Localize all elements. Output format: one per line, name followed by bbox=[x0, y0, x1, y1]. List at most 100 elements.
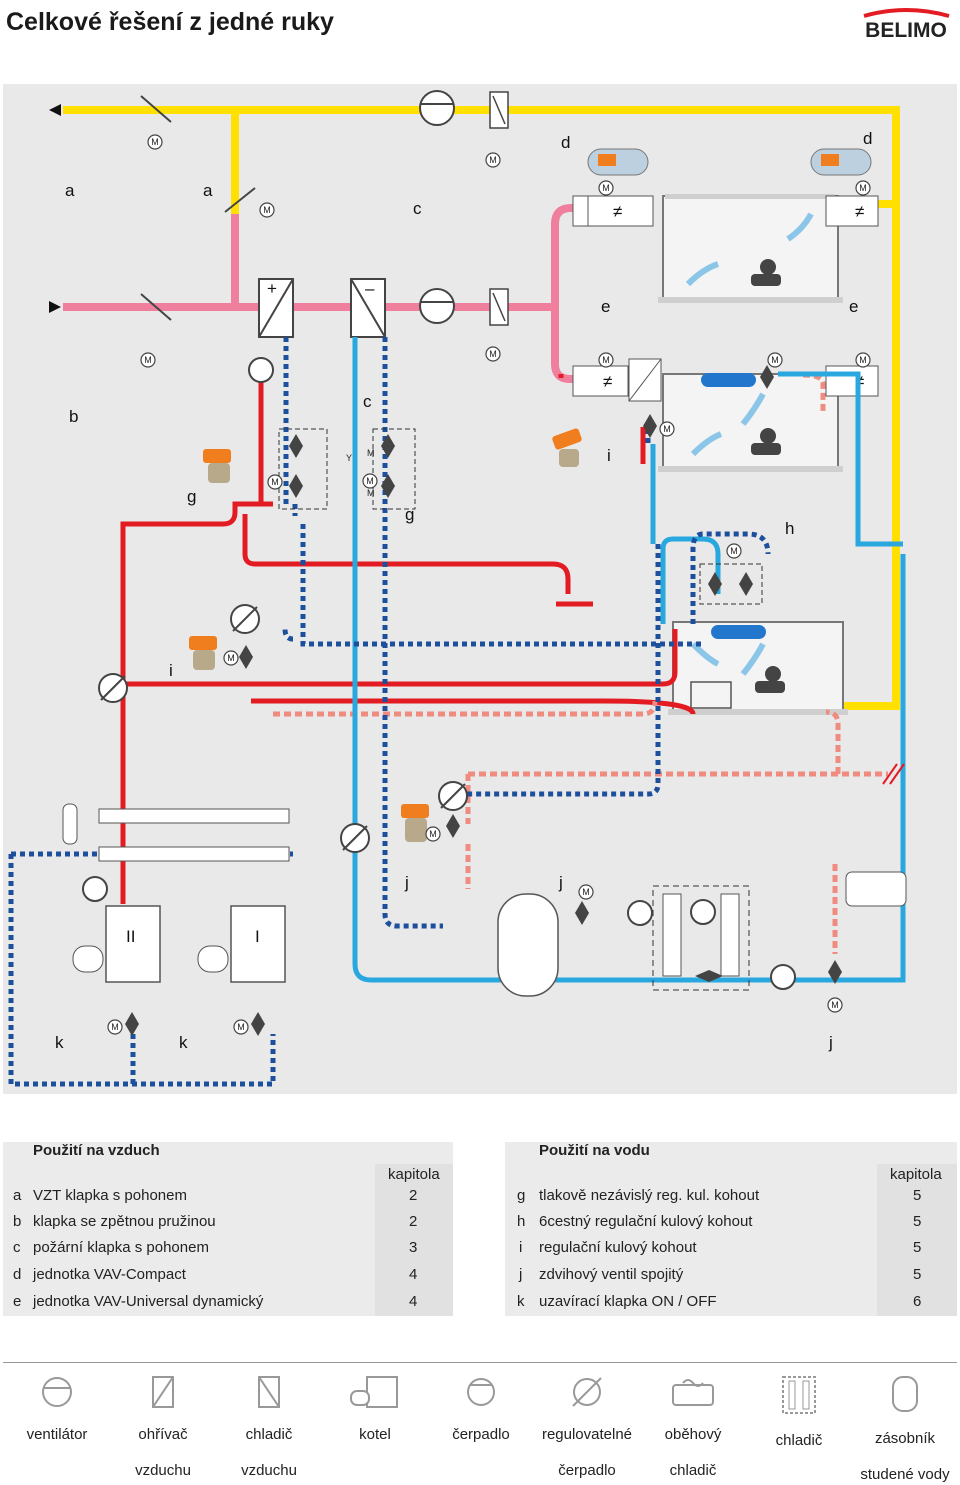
svg-text:I: I bbox=[255, 927, 260, 946]
belimo-logo: BELIMO bbox=[863, 8, 950, 40]
svg-text:M: M bbox=[271, 477, 279, 487]
air-cooler-coil: – bbox=[350, 278, 386, 338]
room-lower bbox=[668, 621, 848, 715]
air-heater-icon bbox=[152, 1376, 174, 1408]
expansion-vessel bbox=[62, 803, 78, 845]
legend-air-key: a bbox=[13, 1187, 22, 1204]
svg-text:≠: ≠ bbox=[603, 372, 612, 391]
pi-valve-frame-left bbox=[278, 428, 328, 510]
legend-air-key: d bbox=[13, 1266, 22, 1283]
pi-valve-frame-right bbox=[372, 428, 416, 510]
vav-unit-upper-left: ≠ bbox=[572, 195, 654, 227]
legend-water-kapitola: kapitola bbox=[890, 1166, 942, 1183]
symbol-boiler: kotel bbox=[325, 1363, 425, 1461]
legend-air-chapter: 2 bbox=[409, 1187, 418, 1204]
symbol-pump: čerpadlo bbox=[431, 1363, 531, 1461]
recirculating-cooler bbox=[845, 871, 907, 907]
vav-unit-middle-right: ≠ bbox=[825, 365, 879, 397]
label-a1: a bbox=[65, 181, 75, 200]
legend-water-text: uzavírací klapka ON / OFF bbox=[539, 1293, 717, 1310]
heating-return-pipes bbox=[273, 372, 888, 954]
boiler-icon bbox=[350, 1376, 398, 1408]
svg-text:M: M bbox=[263, 205, 271, 215]
legend-water-text: 6cestný regulační kulový kohout bbox=[539, 1213, 753, 1230]
vav-compact-d-right bbox=[810, 148, 872, 176]
svg-text:M: M bbox=[831, 1000, 839, 1010]
occupant-icons bbox=[751, 259, 785, 693]
label-j1: j bbox=[404, 873, 409, 892]
label-i2: i bbox=[169, 661, 173, 680]
label-j3: j bbox=[828, 1033, 833, 1052]
six-way-valve-frame bbox=[699, 563, 763, 605]
legend-water-chapter: 6 bbox=[913, 1293, 922, 1310]
room-middle bbox=[658, 373, 843, 472]
chilled-water-supply bbox=[352, 337, 906, 983]
legend-water-text: zdvihový ventil spojitý bbox=[539, 1266, 684, 1283]
supply-air-duct bbox=[63, 106, 900, 710]
label-k1: k bbox=[55, 1033, 64, 1052]
legend-water-chapter: 5 bbox=[913, 1213, 922, 1230]
svg-text:M: M bbox=[602, 355, 610, 365]
air-cooler-icon bbox=[258, 1376, 280, 1408]
svg-text:M: M bbox=[859, 355, 867, 365]
legend-air-chapter: 4 bbox=[409, 1266, 418, 1283]
pump-icon bbox=[467, 1378, 495, 1406]
heating-header-top bbox=[98, 808, 290, 824]
svg-text:M: M bbox=[730, 546, 738, 556]
chilled-beam-lower bbox=[711, 625, 766, 639]
legend-water-key: h bbox=[517, 1213, 526, 1230]
legend-water-heading: Použití na vodu bbox=[539, 1142, 957, 1164]
chiller-icon bbox=[782, 1376, 816, 1414]
symbol-fan: ventilátor bbox=[7, 1363, 107, 1461]
system-schematic: ≠ ≠ ≠ ≠ + – bbox=[3, 84, 957, 1094]
svg-text:≠: ≠ bbox=[855, 202, 864, 221]
svg-text:M: M bbox=[489, 349, 497, 359]
vav-compact-d-left bbox=[587, 148, 649, 176]
label-i1: i bbox=[607, 446, 611, 465]
svg-text:M: M bbox=[429, 829, 437, 839]
chilled-water-return bbox=[8, 337, 771, 1087]
label-c2: c bbox=[363, 392, 372, 411]
label-h: h bbox=[785, 519, 794, 538]
svg-text:M: M bbox=[366, 476, 374, 486]
legend-air-key: e bbox=[13, 1293, 22, 1310]
legend-air-text: požární klapka s pohonem bbox=[33, 1239, 209, 1256]
svg-text:M: M bbox=[663, 424, 671, 434]
boiler-II: II bbox=[72, 905, 161, 983]
label-g1: g bbox=[187, 487, 196, 506]
variable-pump-icon bbox=[572, 1377, 602, 1407]
air-out-arrow bbox=[49, 104, 61, 116]
svg-text:M: M bbox=[237, 1022, 245, 1032]
legend-air-text: klapka se zpětnou pružinou bbox=[33, 1213, 216, 1230]
schematic-drawing: ≠ ≠ ≠ ≠ + – bbox=[8, 90, 907, 1087]
label-k2: k bbox=[179, 1033, 188, 1052]
legend-air-kapitola: kapitola bbox=[388, 1166, 440, 1183]
motor-symbols bbox=[107, 134, 871, 1035]
legend-air-key: b bbox=[13, 1213, 22, 1230]
belimo-actuators bbox=[189, 428, 582, 842]
svg-text:≠: ≠ bbox=[613, 202, 622, 221]
airflow-arrows bbox=[685, 212, 814, 676]
label-g2: g bbox=[405, 505, 414, 524]
svg-text:M: M bbox=[227, 653, 235, 663]
legend-air-text: jednotka VAV-Universal dynamický bbox=[33, 1293, 264, 1310]
legend-air-chapter: 2 bbox=[409, 1213, 418, 1230]
legend-water-key: k bbox=[517, 1293, 525, 1310]
svg-text:+: + bbox=[267, 279, 277, 298]
fire-dampers bbox=[489, 91, 509, 326]
svg-text:II: II bbox=[126, 927, 135, 946]
component-labels: a a c d d b c e e g g i h i j j k k j bbox=[55, 129, 872, 1052]
svg-text:M: M bbox=[144, 355, 152, 365]
air-heater-coil: + bbox=[258, 278, 294, 338]
vav-unit-upper-right: ≠ bbox=[825, 195, 879, 227]
page-title: Celkové řešení z jedné ruky bbox=[6, 8, 334, 36]
cold-water-tank-icon bbox=[892, 1376, 918, 1412]
legend-air-text: VZT klapka s pohonem bbox=[33, 1187, 187, 1204]
label-d2: d bbox=[863, 129, 872, 148]
legend-air: Použití na vzduch kapitola a VZT klapka … bbox=[3, 1142, 453, 1316]
svg-text:–: – bbox=[365, 279, 375, 298]
